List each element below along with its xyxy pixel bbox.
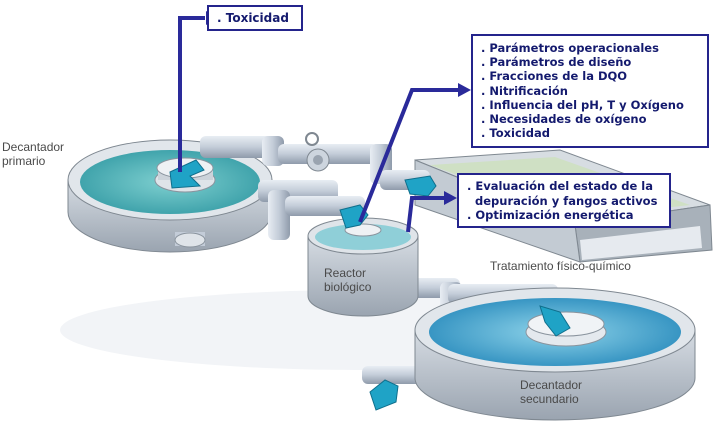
annotation-arrows: [178, 16, 460, 233]
primary-clarifier-tank: [67, 139, 273, 253]
primary-clarifier-label: Decantador primario: [2, 140, 65, 168]
bioreactor-tank: [307, 217, 419, 317]
secondary-clarifier-label: Decantador secundario: [520, 378, 583, 406]
toxicity-box: . Toxicidad: [207, 5, 303, 31]
evaluation-item: . Evaluación del estado de la: [467, 179, 653, 193]
param-item: . Parámetros de diseño: [481, 55, 632, 70]
arrow-to-evaluation: [406, 196, 445, 233]
param-item: . Fracciones de la DQO: [481, 69, 628, 84]
toxicity-item: . Toxicidad: [217, 11, 289, 25]
param-item: . Influencia del pH, T y Oxígeno: [481, 97, 684, 112]
arrow-to-toxicidad: [178, 16, 205, 172]
evaluation-item: . Optimización energética: [467, 208, 634, 222]
bioreactor-parameters-box: . Parámetros operacionales . Parámetros …: [471, 34, 709, 148]
evaluation-box: . Evaluación del estado de la depuración…: [457, 173, 671, 228]
physchem-label: Tratamiento físico-químico: [490, 259, 631, 273]
arrow-to-parameters: [358, 88, 460, 223]
param-item: . Nitrificación: [481, 83, 568, 98]
bioreactor-label: Reactor biológico: [324, 266, 372, 294]
param-item: . Parámetros operacionales: [481, 41, 659, 55]
param-item: . Toxicidad: [481, 126, 550, 141]
evaluation-item: depuración y fangos activos: [467, 193, 658, 208]
param-item: . Necesidades de oxígeno: [481, 112, 647, 127]
